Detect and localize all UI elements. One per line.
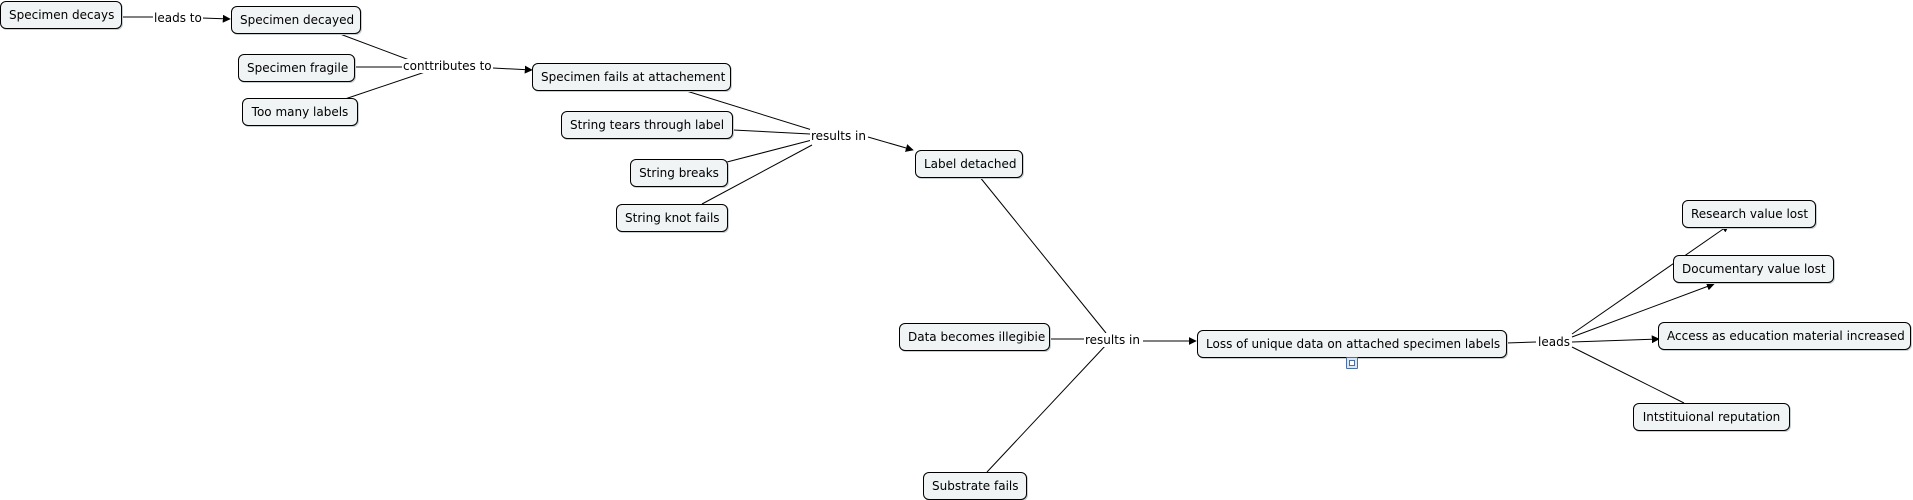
link-results-in-1[interactable]: results in — [810, 129, 867, 143]
link-leads-to[interactable]: leads to — [153, 11, 203, 25]
concept-string-tears[interactable]: String tears through label — [561, 111, 733, 139]
concept-specimen-decayed[interactable]: Specimen decayed — [231, 6, 361, 34]
concept-specimen-decays[interactable]: Specimen decays — [0, 1, 122, 29]
concept-string-breaks[interactable]: String breaks — [630, 159, 728, 187]
concept-documentary-value-lost[interactable]: Documentary value lost — [1673, 255, 1834, 283]
concept-label-detached[interactable]: Label detached — [915, 150, 1023, 178]
concept-specimen-fragile[interactable]: Specimen fragile — [238, 54, 355, 82]
concept-specimen-fails-attachement[interactable]: Specimen fails at attachement — [532, 63, 731, 91]
link-results-in-2[interactable]: results in — [1084, 333, 1141, 347]
concept-loss-of-data[interactable]: Loss of unique data on attached specimen… — [1197, 330, 1507, 358]
concept-string-knot-fails[interactable]: String knot fails — [616, 204, 728, 232]
link-leads[interactable]: leads — [1537, 335, 1571, 349]
concept-data-illegible[interactable]: Data becomes illegibie — [899, 323, 1050, 351]
concept-access-education[interactable]: Access as education material increased — [1658, 322, 1911, 350]
concept-research-value-lost[interactable]: Research value lost — [1682, 200, 1816, 228]
concept-substrate-fails[interactable]: Substrate fails — [923, 472, 1027, 500]
document-icon[interactable] — [1346, 357, 1358, 369]
concept-too-many-labels[interactable]: Too many labels — [242, 98, 358, 126]
concept-institutional-reputation[interactable]: Intstituional reputation — [1633, 403, 1790, 431]
link-contributes-to[interactable]: conttributes to — [402, 59, 493, 73]
